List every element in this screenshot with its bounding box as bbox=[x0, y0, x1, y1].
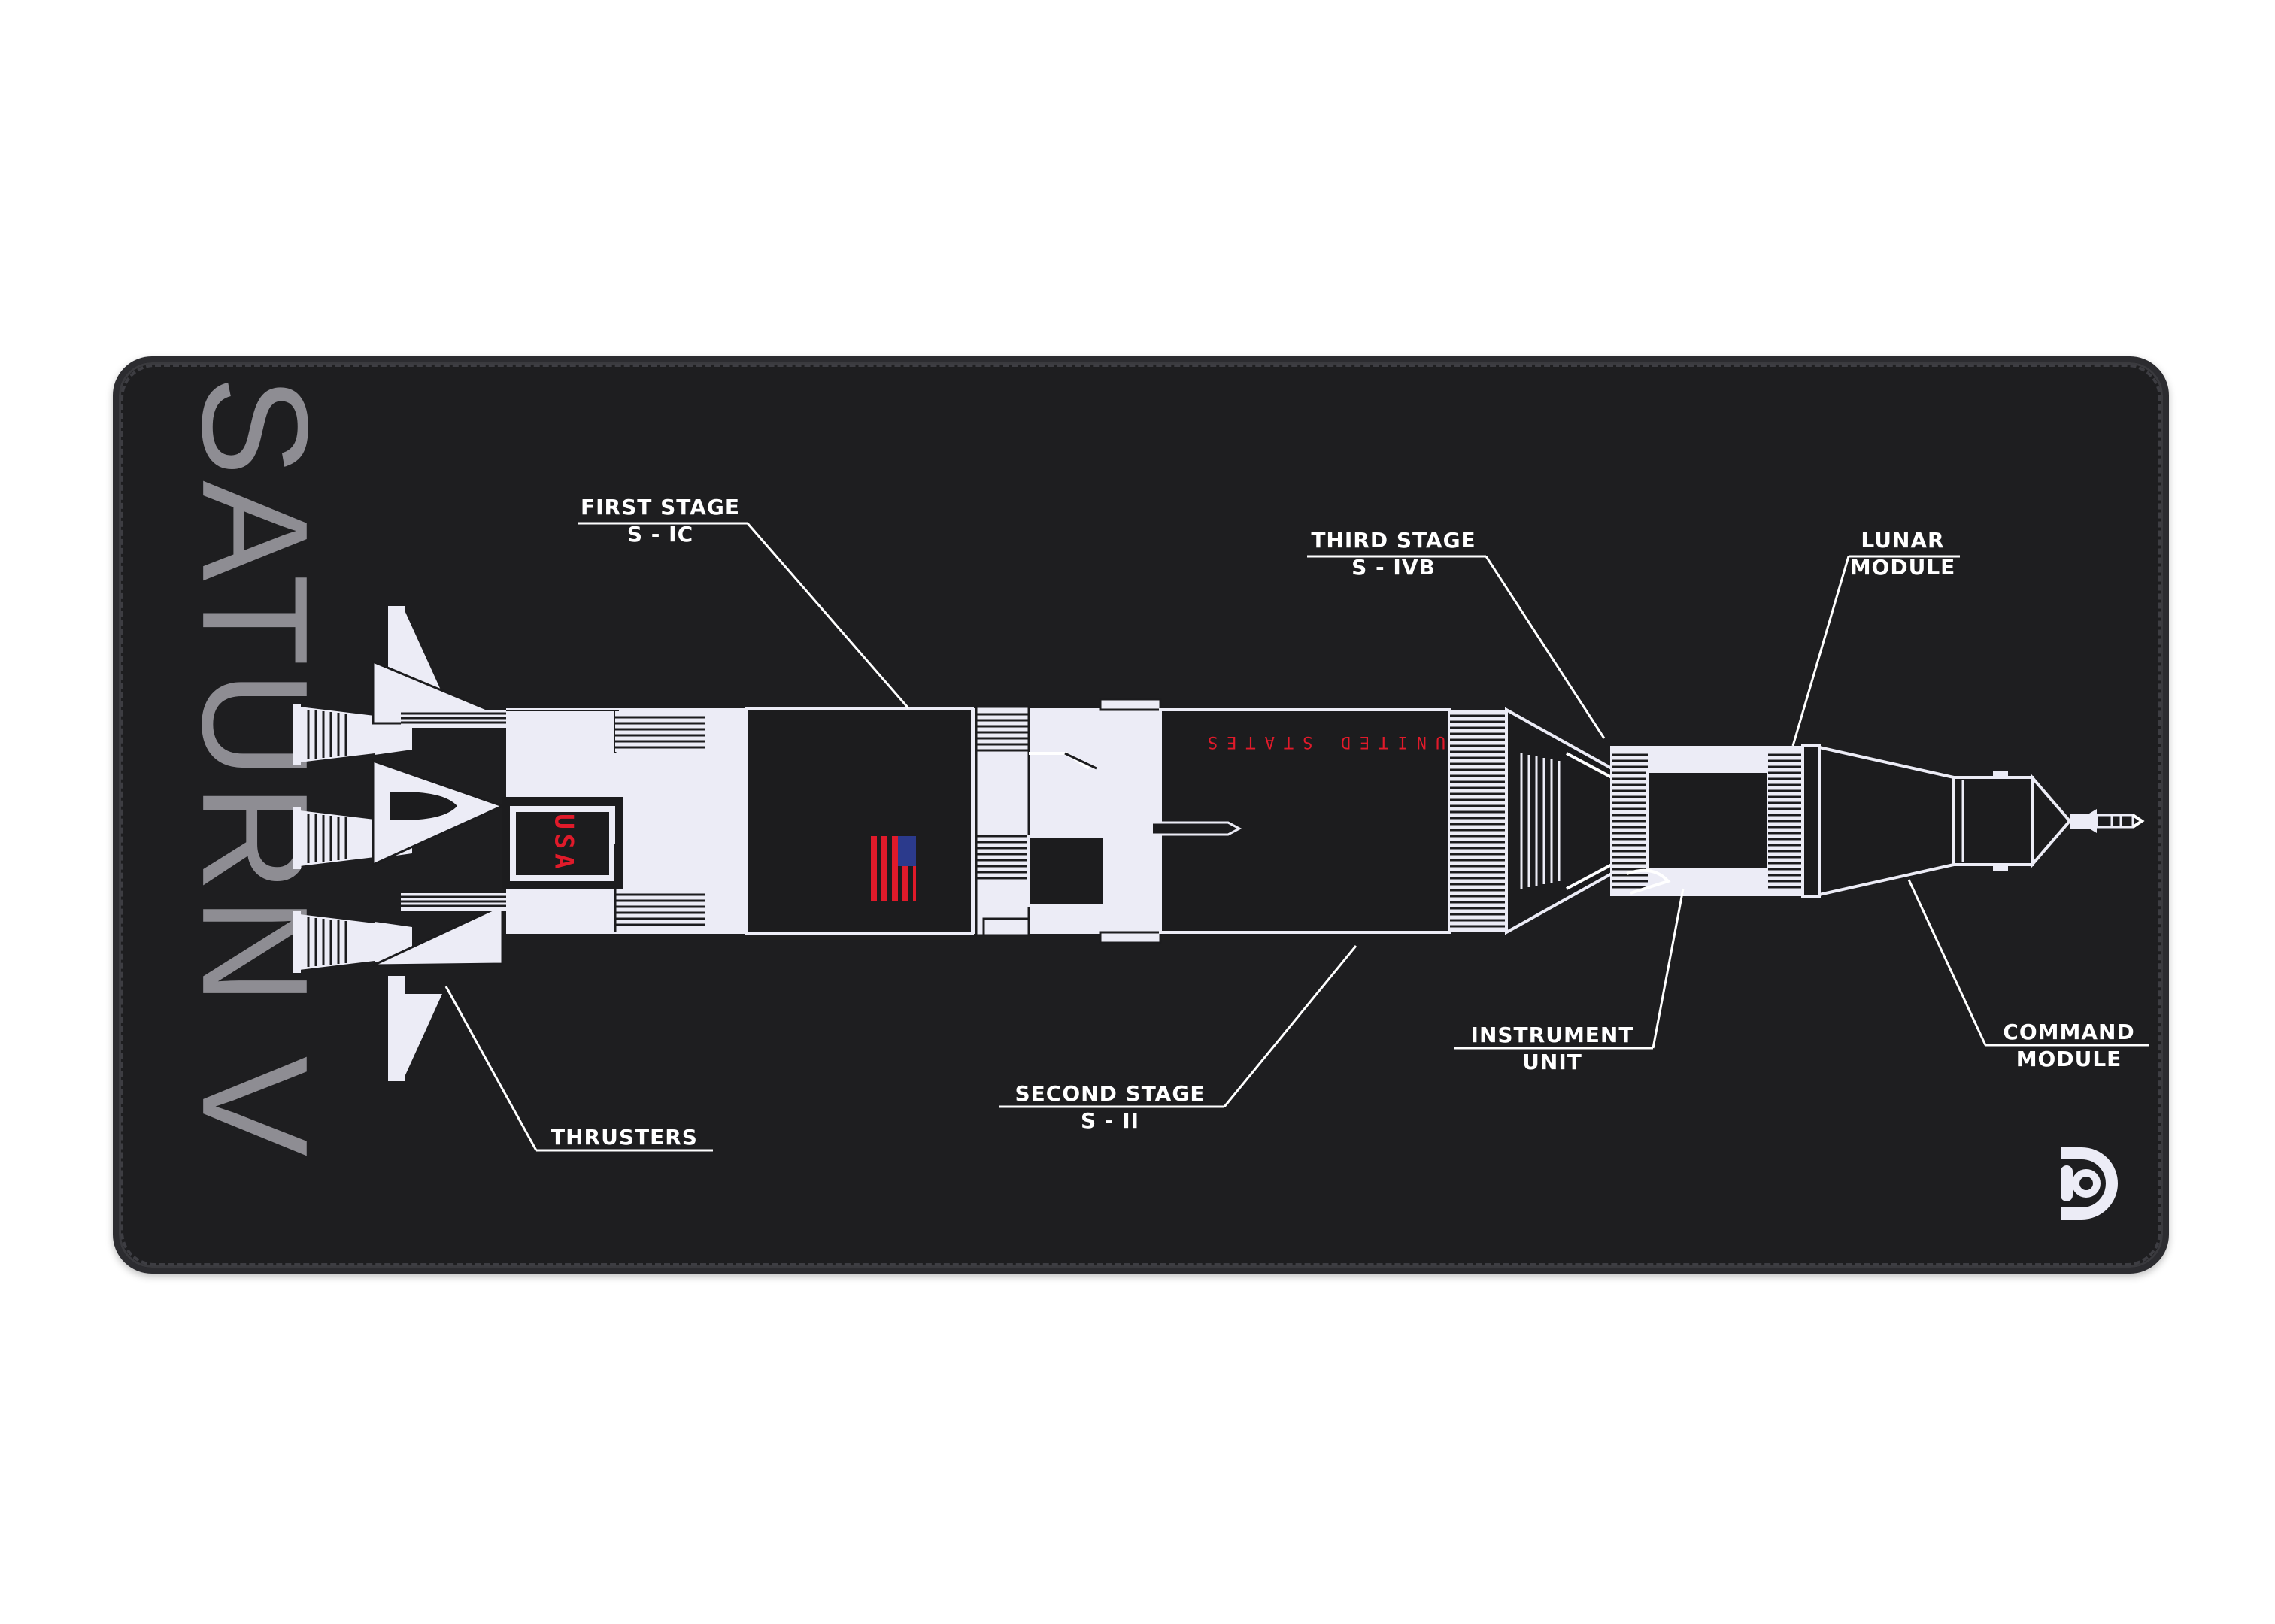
lunar-module-line1: LUNAR bbox=[1861, 528, 1944, 553]
third-stage-code: S - IVB bbox=[1351, 555, 1436, 580]
label-instrument-unit: INSTRUMENT UNIT bbox=[1454, 888, 1685, 1074]
brand-logo-icon bbox=[2061, 1147, 2118, 1220]
thrusters-title: THRUSTERS bbox=[551, 1125, 698, 1150]
third-stage-body bbox=[1610, 744, 1821, 898]
command-module-line2: MODULE bbox=[2016, 1047, 2122, 1071]
mousepad: SATURN V bbox=[113, 356, 2169, 1274]
first-stage-body: USA bbox=[401, 705, 1106, 937]
label-thrusters: THRUSTERS bbox=[444, 986, 713, 1152]
instrument-unit-line1: INSTRUMENT bbox=[1471, 1023, 1634, 1047]
lunar-module-line2: MODULE bbox=[1850, 555, 1956, 580]
label-command-module: COMMAND MODULE bbox=[1907, 879, 2149, 1071]
third-stage-title: THIRD STAGE bbox=[1311, 528, 1476, 553]
lunar-module-adapter bbox=[1818, 745, 1955, 897]
label-second-stage: SECOND STAGE S - II bbox=[999, 945, 1357, 1133]
second-stage-code: S - II bbox=[1081, 1108, 1139, 1133]
first-stage-title: FIRST STAGE bbox=[581, 495, 740, 520]
label-first-stage: FIRST STAGE S - IC bbox=[578, 495, 910, 709]
rocket: USA bbox=[293, 606, 2145, 1081]
us-flag bbox=[871, 836, 916, 901]
label-third-stage: THIRD STAGE S - IVB bbox=[1307, 528, 1606, 739]
title-saturn-v: SATURN V bbox=[171, 376, 338, 1161]
second-stage-body: UNITED STATES bbox=[1099, 698, 1613, 944]
command-service-module bbox=[1952, 771, 2145, 871]
command-module-line1: COMMAND bbox=[2003, 1020, 2134, 1044]
first-stage-code: S - IC bbox=[627, 522, 693, 547]
usa-text: USA bbox=[549, 814, 579, 873]
second-stage-title: SECOND STAGE bbox=[1015, 1081, 1206, 1106]
united-states-text: UNITED STATES bbox=[1199, 732, 1445, 751]
saturn-v-artwork: SATURN V bbox=[171, 376, 2149, 1220]
instrument-unit-line2: UNIT bbox=[1522, 1050, 1582, 1074]
engine-fairings bbox=[372, 659, 506, 967]
label-lunar-module: LUNAR MODULE bbox=[1791, 528, 1960, 747]
